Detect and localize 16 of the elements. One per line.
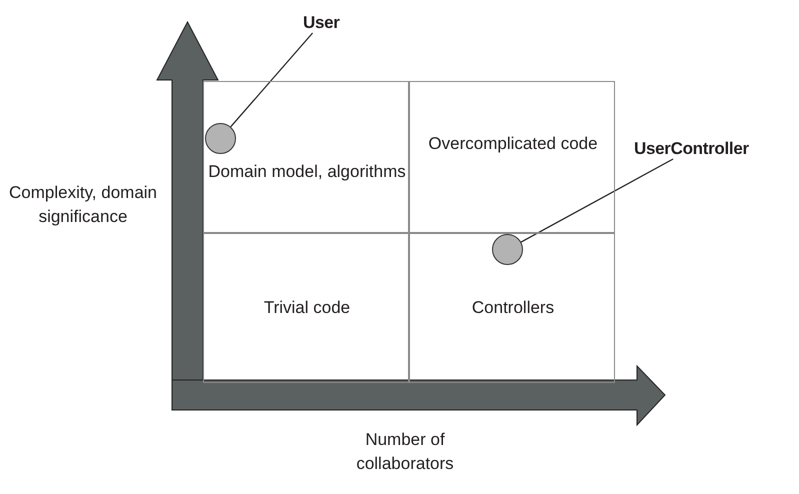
axis-title: Number of collaborators (355, 429, 455, 475)
leader-line (230, 32, 314, 128)
callout-label: UserController (634, 139, 749, 159)
quadrant-cell (409, 233, 615, 383)
leader-line (520, 158, 674, 243)
quadrant-cell (203, 233, 409, 383)
circle-marker (205, 123, 236, 154)
cell-text: Controllers (470, 297, 556, 319)
callout-label: User (303, 13, 340, 33)
axis-title: Complexity, domain significance (8, 182, 158, 228)
quadrant-cell (409, 81, 615, 233)
quadrant-cell (203, 81, 409, 233)
circle-marker (492, 234, 523, 265)
cell-text: Domain model, algorithms (207, 161, 407, 183)
cell-text: Overcomplicated code (427, 133, 599, 155)
cell-text: Trivial code (262, 297, 352, 319)
